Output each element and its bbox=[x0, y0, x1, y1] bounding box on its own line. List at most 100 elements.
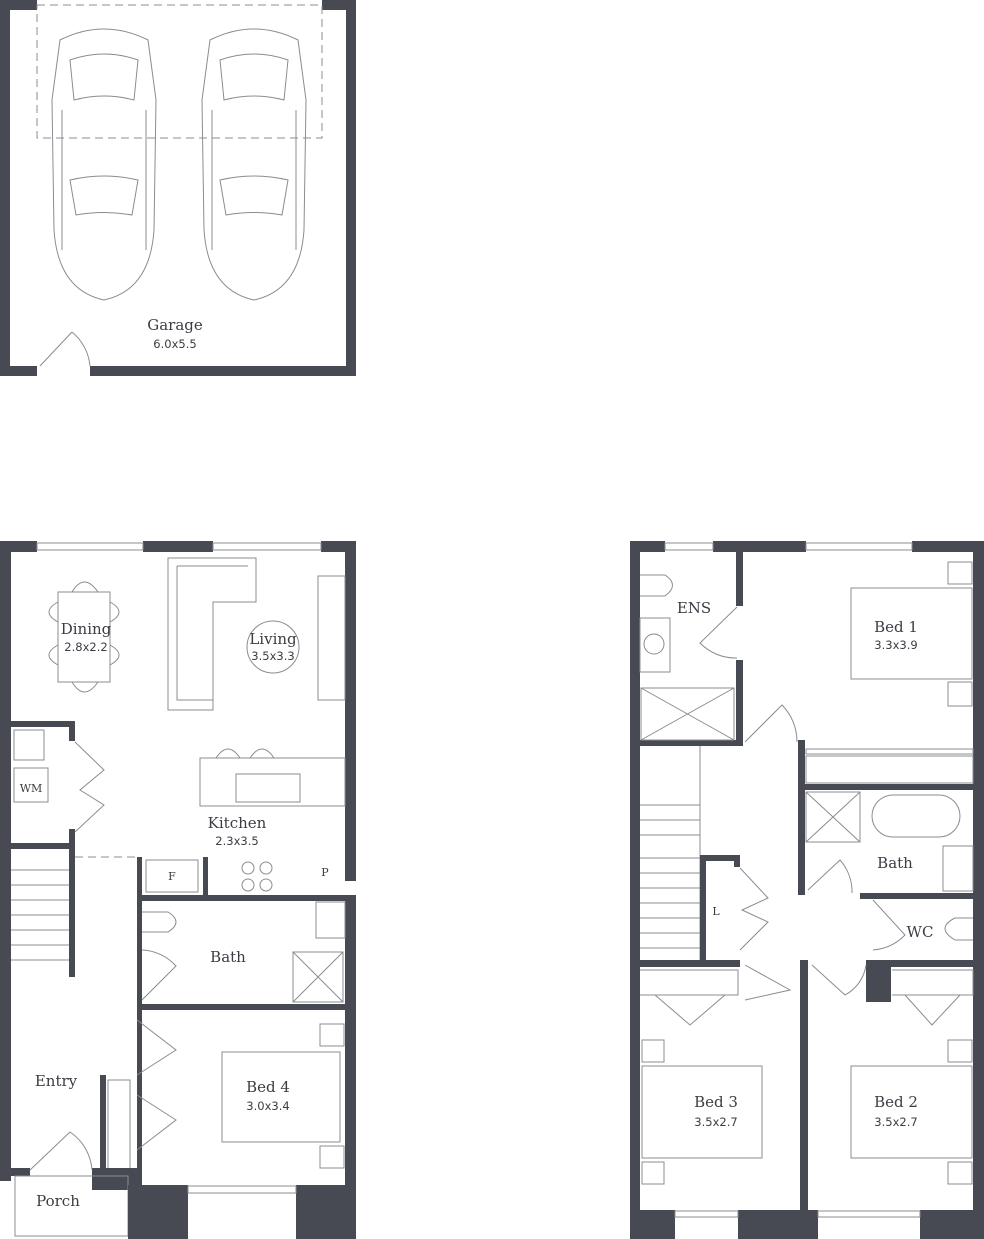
window bbox=[817, 1210, 921, 1218]
car-icon bbox=[201, 28, 307, 301]
room-label-living: Living bbox=[249, 630, 297, 648]
wall bbox=[866, 960, 973, 967]
bedside-table-icon bbox=[319, 1145, 345, 1169]
wall bbox=[630, 1210, 675, 1239]
wall bbox=[0, 0, 10, 376]
wall bbox=[11, 843, 75, 849]
basin-icon bbox=[315, 901, 346, 939]
room-label-ens: ENS bbox=[677, 599, 711, 617]
room-size-living: 3.5x3.3 bbox=[251, 649, 294, 663]
stairs bbox=[11, 869, 69, 961]
wall bbox=[69, 721, 75, 741]
window bbox=[212, 542, 322, 551]
bedside-table-icon bbox=[947, 1039, 973, 1063]
window bbox=[805, 542, 913, 551]
sink-icon bbox=[235, 773, 301, 803]
window bbox=[674, 1210, 739, 1218]
wall bbox=[736, 552, 743, 606]
room-label-garage: Garage bbox=[147, 316, 203, 334]
wall bbox=[0, 0, 37, 10]
wall bbox=[630, 541, 640, 1239]
wall bbox=[713, 541, 806, 552]
wall bbox=[296, 1185, 356, 1239]
wall bbox=[0, 366, 37, 376]
wall bbox=[0, 541, 11, 1181]
wall bbox=[90, 366, 356, 376]
bathtub-icon bbox=[871, 794, 961, 838]
door-icon bbox=[39, 331, 91, 367]
wall bbox=[640, 740, 743, 746]
ground-floor-plan: WM Dining 2.8x2.2 Living 3.5x3.3 Kitchen… bbox=[0, 541, 356, 1239]
shower-drain-lines bbox=[292, 951, 344, 1003]
bifold-door-icon bbox=[74, 741, 105, 833]
room-size-kitchen: 2.3x3.5 bbox=[215, 834, 258, 848]
wall bbox=[738, 1210, 818, 1239]
shower-icon bbox=[640, 687, 735, 741]
laundry-sink-icon bbox=[13, 729, 45, 761]
dining-chairs-icon bbox=[48, 581, 120, 693]
shower-icon bbox=[805, 791, 861, 843]
bed-icon bbox=[641, 1065, 763, 1159]
room-label-wc: WC bbox=[907, 923, 934, 941]
door-icon bbox=[699, 606, 738, 659]
room-label-bed3: Bed 3 bbox=[694, 1093, 738, 1111]
toilet-icon bbox=[944, 917, 973, 941]
first-floor-plan: ENS Bed 1 3.3x3.9 Bath WC L bbox=[630, 541, 984, 1239]
bed-icon bbox=[221, 1051, 341, 1143]
bifold-door-icon bbox=[654, 994, 961, 1026]
wall bbox=[630, 541, 665, 552]
room-size-bed1: 3.3x3.9 bbox=[874, 638, 917, 652]
room-label-bed4: Bed 4 bbox=[246, 1078, 290, 1096]
door-icon bbox=[807, 859, 853, 894]
wall bbox=[137, 1004, 345, 1010]
wall bbox=[345, 895, 356, 1190]
room-label-bath-upstairs: Bath bbox=[877, 854, 913, 872]
bedside-table-icon bbox=[947, 561, 973, 585]
wall bbox=[700, 855, 740, 861]
rug-icon bbox=[246, 620, 300, 674]
garage-plan: Garage 6.0x5.5 bbox=[0, 0, 356, 376]
wall bbox=[92, 1168, 137, 1190]
kitchen-island bbox=[199, 757, 346, 807]
window bbox=[187, 1185, 297, 1194]
room-size-bed4: 3.0x3.4 bbox=[246, 1099, 289, 1113]
bedside-table-icon bbox=[641, 1161, 665, 1185]
wall bbox=[143, 541, 213, 552]
wall bbox=[640, 960, 740, 967]
sofa-icon bbox=[167, 557, 257, 711]
wall bbox=[0, 1168, 30, 1176]
room-size-bed3: 3.5x2.7 bbox=[694, 1115, 737, 1129]
wall bbox=[800, 960, 808, 1210]
wardrobe-icon bbox=[640, 969, 974, 996]
garage-door-swing bbox=[36, 4, 323, 139]
shower-drain-lines bbox=[805, 791, 861, 843]
bifold-door-icon bbox=[136, 1019, 177, 1151]
wall bbox=[736, 660, 743, 746]
wall bbox=[866, 960, 891, 1002]
room-label-kitchen: Kitchen bbox=[208, 814, 267, 832]
wall bbox=[973, 541, 984, 1239]
wall bbox=[860, 893, 973, 899]
washing-machine-icon bbox=[13, 767, 49, 803]
wall bbox=[100, 1075, 106, 1190]
room-label-bed2: Bed 2 bbox=[874, 1093, 918, 1111]
wall bbox=[920, 1210, 984, 1239]
linen-label: L bbox=[712, 905, 720, 918]
front-door-icon bbox=[29, 1131, 93, 1171]
cooktop-icon bbox=[241, 861, 273, 892]
wall bbox=[322, 0, 356, 10]
wall bbox=[346, 0, 356, 376]
wall bbox=[345, 541, 356, 881]
wall bbox=[11, 721, 75, 727]
room-label-porch: Porch bbox=[36, 1192, 80, 1210]
bed-icon bbox=[850, 587, 973, 680]
basin-icon bbox=[942, 845, 974, 892]
window bbox=[36, 542, 144, 551]
wardrobe-icon bbox=[805, 755, 974, 784]
wall bbox=[128, 1185, 188, 1239]
dining-table-icon bbox=[57, 591, 111, 683]
wall bbox=[137, 857, 142, 900]
wall bbox=[137, 901, 142, 1191]
bedside-table-icon bbox=[947, 681, 973, 707]
